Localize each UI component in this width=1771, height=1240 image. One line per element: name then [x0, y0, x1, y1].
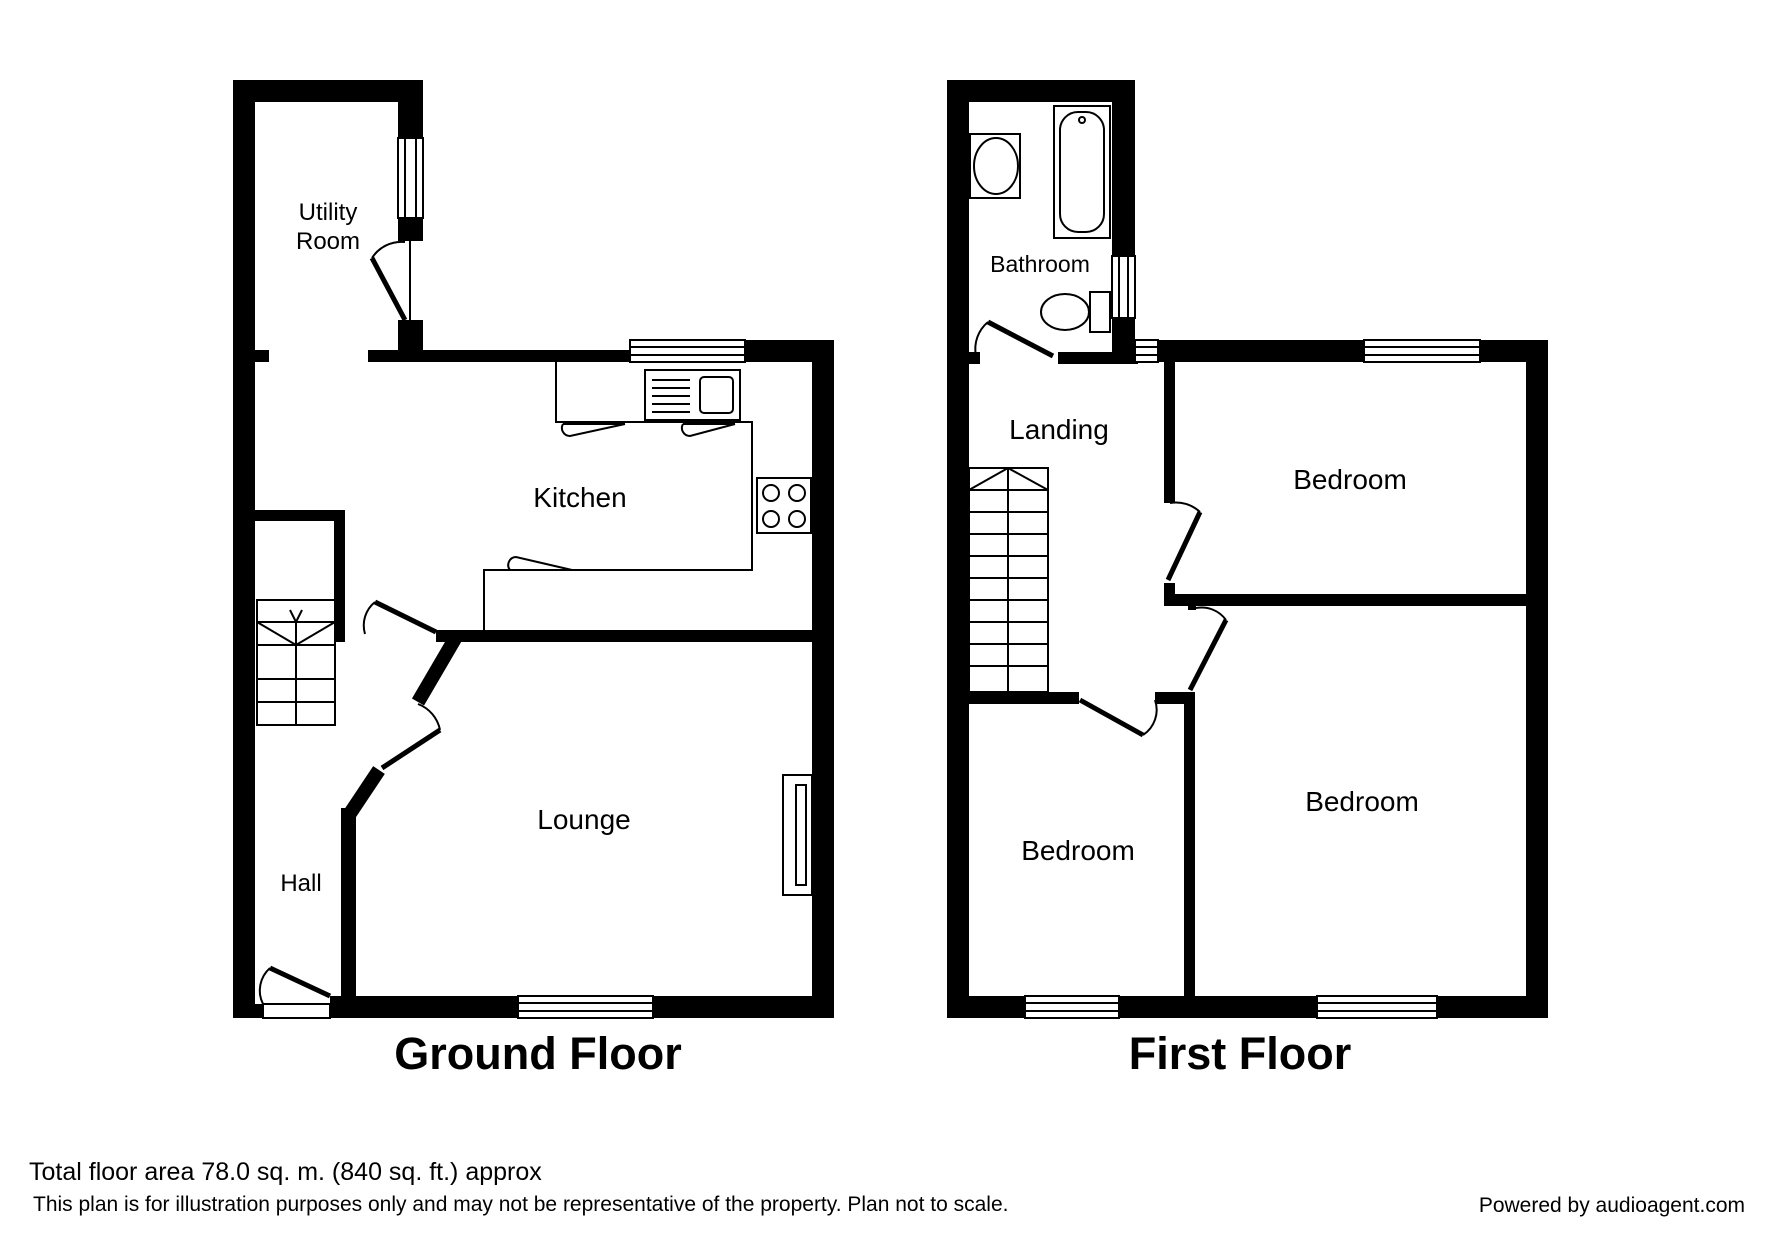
fireplace-icon — [782, 774, 813, 896]
ground-floor-title: Ground Floor — [394, 1028, 681, 1079]
kitchen-label: Kitchen — [533, 482, 626, 513]
first-floor-windows — [1024, 255, 1481, 1019]
ground-floor-doors — [258, 240, 442, 1019]
disclaimer-text: This plan is for illustration purposes o… — [33, 1193, 1009, 1216]
first-floor-doors — [974, 319, 1229, 738]
first-floor-stairs — [968, 467, 1049, 693]
basin-icon — [969, 133, 1021, 199]
bathroom-window — [1111, 255, 1136, 319]
utility-window — [397, 137, 424, 219]
kitchen-sink-icon — [644, 369, 741, 421]
utility-door — [369, 240, 411, 322]
toilet-icon — [1040, 291, 1111, 333]
small-bedroom-door — [1078, 697, 1158, 738]
powered-by-credit: Powered by audioagent.com — [1478, 1194, 1745, 1217]
lounge-window — [517, 995, 654, 1019]
front-bedroom-label: Bedroom — [1293, 464, 1407, 495]
kitchen-window — [629, 339, 746, 363]
hob-icon — [756, 477, 812, 534]
lounge-label: Lounge — [537, 804, 630, 835]
total-floor-area: Total floor area 78.0 sq. m. (840 sq. ft… — [29, 1158, 542, 1186]
small-bedroom-label: Bedroom — [1021, 835, 1135, 866]
kitchen-worktop-outline — [483, 362, 753, 630]
bath-icon — [1053, 105, 1111, 239]
hall-label: Hall — [280, 870, 321, 897]
kitchen-door — [362, 599, 438, 635]
bathroom-fixtures — [969, 105, 1111, 333]
rear-bedroom-label: Bedroom — [1305, 786, 1419, 817]
landing-window — [1134, 339, 1159, 363]
lounge-door — [380, 703, 442, 771]
small-bedroom-window — [1024, 995, 1120, 1019]
front-bedroom-window — [1363, 339, 1481, 363]
rear-bedroom-window — [1316, 995, 1438, 1019]
cupboard-doors-icon — [507, 423, 736, 571]
front-door — [258, 965, 332, 1019]
first-floor-title: First Floor — [1129, 1028, 1352, 1079]
front-bedroom-door — [1165, 501, 1203, 582]
bathroom-label: Bathroom — [990, 251, 1090, 277]
landing-label: Landing — [1009, 414, 1109, 445]
first-floor-walls — [947, 80, 1548, 1018]
rear-bedroom-door — [1187, 606, 1229, 692]
ground-floor-angled-walls — [343, 633, 463, 819]
ground-floor-stairs — [256, 599, 336, 726]
ground-floor-windows — [397, 137, 746, 1019]
bathroom-door — [974, 319, 1055, 359]
first-floor-plan: Bathroom Landing Bedroom Bedroom Bedroom… — [947, 80, 1548, 1079]
kitchen-fittings — [483, 362, 812, 630]
first-floor-room-labels: Bathroom Landing Bedroom Bedroom Bedroom — [990, 251, 1419, 866]
